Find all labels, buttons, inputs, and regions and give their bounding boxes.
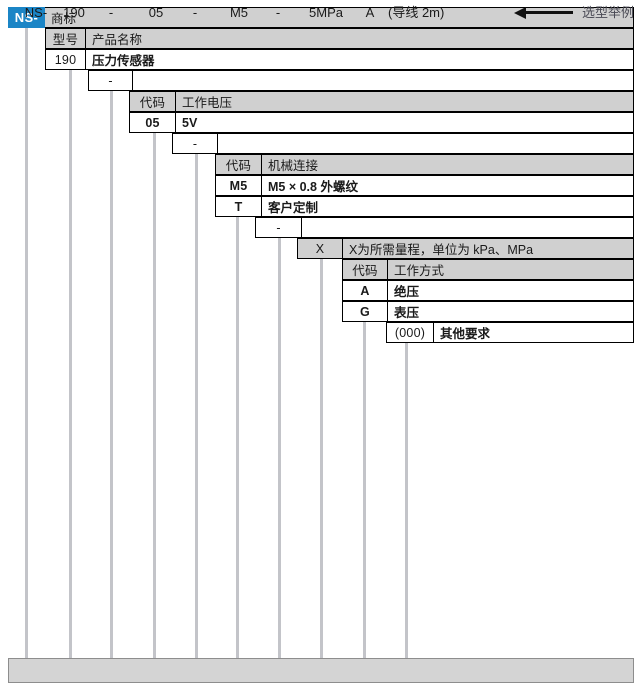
row-voltage-header: 代码 工作电压 xyxy=(129,91,634,112)
row-separator-3: - xyxy=(255,217,634,238)
brand-tag-ns: NS- xyxy=(8,7,45,28)
example-part-dash1: - xyxy=(108,5,114,20)
mode-code-a: A xyxy=(343,281,388,300)
separator-dash-2: - xyxy=(173,134,218,153)
model-code-header: 型号 xyxy=(46,29,86,48)
other-desc: 其他要求 xyxy=(440,327,491,341)
example-part-brand: NS- xyxy=(24,5,48,20)
connector-line-dash3 xyxy=(278,238,281,658)
connection-code-m5: M5 xyxy=(216,176,262,195)
voltage-desc-header: 工作电压 xyxy=(182,96,233,110)
voltage-code-value: 05 xyxy=(130,113,176,132)
row-connection-header: 代码 机械连接 xyxy=(215,154,634,175)
example-part-voltage: 05 xyxy=(148,5,164,20)
voltage-code-header: 代码 xyxy=(130,92,176,111)
mode-code-header: 代码 xyxy=(343,260,388,279)
model-desc-value: 压力传感器 xyxy=(92,54,155,68)
separator-dash-1: - xyxy=(89,71,133,90)
row-mode-header: 代码 工作方式 xyxy=(342,259,634,280)
brand-header-label: 商标 xyxy=(51,12,77,26)
separator-dash-3: - xyxy=(256,218,302,237)
example-part-mode: A xyxy=(365,5,375,20)
example-label: 选型举例 xyxy=(582,5,635,20)
row-connection-t: T 客户定制 xyxy=(215,196,634,217)
row-model-header: 型号 产品名称 xyxy=(45,28,634,49)
model-desc-header: 产品名称 xyxy=(92,33,143,47)
arrow-shaft xyxy=(526,11,573,14)
row-connection-m5: M5 M5 × 0.8 外螺纹 xyxy=(215,175,634,196)
mode-desc-header: 工作方式 xyxy=(394,264,445,278)
connector-line-dash1 xyxy=(110,91,113,658)
connection-desc-t: 客户定制 xyxy=(268,201,319,215)
model-code-value: 190 xyxy=(46,50,86,69)
mode-desc-g: 表压 xyxy=(394,306,420,320)
connection-desc-header: 机械连接 xyxy=(268,159,319,173)
separator-filler-1 xyxy=(133,71,633,90)
mode-code-g: G xyxy=(343,302,388,321)
connection-desc-m5: M5 × 0.8 外螺纹 xyxy=(268,180,358,194)
connector-line-mode xyxy=(363,322,366,658)
other-code: (000) xyxy=(387,323,434,342)
row-model-value: 190 压力传感器 xyxy=(45,49,634,70)
left-arrow-icon xyxy=(514,0,576,25)
connection-code-t: T xyxy=(216,197,262,216)
connector-line-other xyxy=(405,343,408,658)
example-part-connection: M5 xyxy=(229,5,249,20)
separator-filler-3 xyxy=(302,218,633,237)
row-separator-1: - xyxy=(88,70,634,91)
connection-code-header: 代码 xyxy=(216,155,262,174)
mode-desc-a: 绝压 xyxy=(394,285,420,299)
example-part-range: 5MPa xyxy=(309,5,343,20)
example-part-model: 190 xyxy=(63,5,85,20)
connector-line-dash2 xyxy=(195,154,198,658)
example-part-dash3: - xyxy=(275,5,281,20)
example-bar xyxy=(8,658,634,683)
row-separator-2: - xyxy=(172,133,634,154)
row-mode-a: A 绝压 xyxy=(342,280,634,301)
row-range: X X为所需量程，单位为 kPa、MPa xyxy=(297,238,634,259)
connector-line-connection xyxy=(236,217,239,658)
example-part-dash2: - xyxy=(192,5,198,20)
arrow-head xyxy=(514,6,526,19)
row-mode-g: G 表压 xyxy=(342,301,634,322)
voltage-desc-value: 5V xyxy=(182,115,198,130)
connector-line-range xyxy=(320,259,323,658)
range-code: X xyxy=(298,239,343,258)
range-desc: X为所需量程，单位为 kPa、MPa xyxy=(349,243,534,257)
row-voltage-value: 05 5V xyxy=(129,112,634,133)
separator-filler-2 xyxy=(218,134,633,153)
connector-line-brand xyxy=(25,28,28,658)
example-part-other: (导线 2m) xyxy=(388,5,445,20)
row-other: (000) 其他要求 xyxy=(386,322,634,343)
connector-line-voltage xyxy=(153,133,156,658)
row-brand-header: 商标 xyxy=(8,7,634,28)
connector-line-model xyxy=(69,70,72,658)
